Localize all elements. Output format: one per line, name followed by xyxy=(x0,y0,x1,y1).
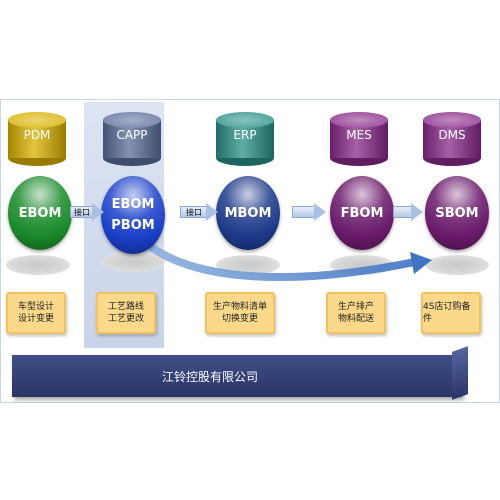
mes-function-box: 生产排产 物料配送 xyxy=(326,292,386,334)
pdm-cylinder: PDM xyxy=(8,112,66,166)
box-line: 切换变更 xyxy=(221,314,258,324)
fbom-to-sbom-arrow xyxy=(393,203,423,221)
node-shadow xyxy=(216,255,280,275)
box-line: 物料配送 xyxy=(337,314,374,324)
box-line: 设计变更 xyxy=(17,314,54,324)
erp-cylinder: ERP xyxy=(216,112,274,166)
fbom-node: FBOM xyxy=(330,176,394,250)
pdm-label: PDM xyxy=(23,128,51,142)
box-line: 工艺更改 xyxy=(107,314,144,324)
interface-arrow-2-label: 接口 xyxy=(186,208,202,217)
erp-label: ERP xyxy=(233,128,257,142)
dms-cylinder: DMS xyxy=(423,112,481,166)
pdm-function-box: 车型设计 设计变更 xyxy=(6,292,66,334)
box-line: 4S店订购备件 xyxy=(423,302,471,324)
pbom-line: PBOM xyxy=(111,218,155,233)
interface-arrow-2: 接口 xyxy=(180,203,218,221)
interface-arrow-1-label: 接口 xyxy=(74,208,90,217)
sbom-node: SBOM xyxy=(425,176,489,250)
mbom-to-fbom-arrow xyxy=(292,203,326,221)
mbom-node: MBOM xyxy=(216,176,280,250)
dms-function-box: 4S店订购备件 xyxy=(421,292,481,334)
node-shadow xyxy=(101,252,165,272)
capp-function-box: 工艺路线 工艺更改 xyxy=(96,292,156,334)
ebom-line: EBOM xyxy=(111,197,155,212)
erp-function-box: 生产物料清单 切换变更 xyxy=(205,292,275,334)
capp-label: CAPP xyxy=(116,128,148,142)
mbom-node-label: MBOM xyxy=(224,205,272,221)
box-line: 车型设计 xyxy=(17,302,54,312)
mes-label: MES xyxy=(346,128,372,142)
node-shadow xyxy=(425,255,489,275)
company-bar: 江铃控股有限公司 xyxy=(12,346,468,400)
company-name: 江铃控股有限公司 xyxy=(162,370,259,384)
ebom-node-label: EBOM xyxy=(18,205,62,221)
ebom-pbom-node: EBOM PBOM xyxy=(101,176,165,254)
mes-cylinder: MES xyxy=(330,112,388,166)
sbom-node-label: SBOM xyxy=(435,205,479,221)
node-shadow xyxy=(6,255,70,275)
fbom-node-label: FBOM xyxy=(340,205,384,221)
dms-label: DMS xyxy=(438,128,466,142)
box-line: 工艺路线 xyxy=(107,302,144,312)
ebom-node: EBOM xyxy=(8,176,72,250)
box-line: 生产排产 xyxy=(337,302,374,312)
box-line: 生产物料清单 xyxy=(212,302,267,312)
interface-arrow-1: 接口 xyxy=(70,203,104,221)
capp-cylinder: CAPP xyxy=(103,112,161,166)
